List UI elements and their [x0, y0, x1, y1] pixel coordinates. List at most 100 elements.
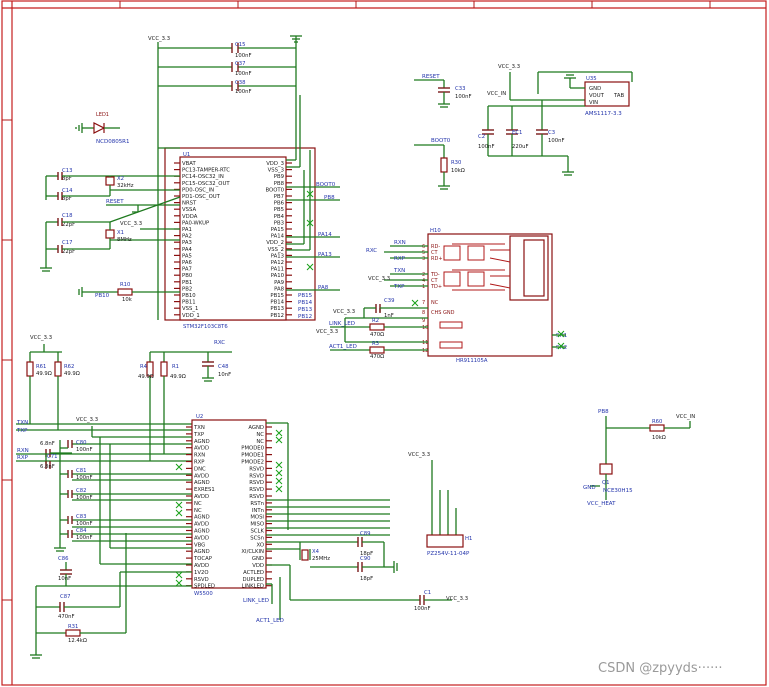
mcu-right-pin-label: PA13	[271, 253, 284, 259]
r60-val: 10kΩ	[652, 435, 666, 441]
phy-left-pin-label: AVDD	[194, 522, 209, 528]
c15-ref: C15	[235, 42, 245, 48]
c3-ref: C3	[548, 130, 555, 136]
ldo-pin-gnd: GND	[589, 86, 601, 92]
x2-val: 32kHz	[117, 183, 134, 189]
shield-sh2: SH2	[556, 345, 567, 351]
act-led-net: ACT1_LED	[329, 344, 357, 350]
phy-left-pin-label: TXN	[193, 425, 205, 431]
mcu-right-pin-label: PA12	[271, 260, 284, 266]
phy-left-pin-label: NC	[194, 501, 202, 507]
mcu-left-pin-label: PB1	[182, 280, 192, 286]
rj45-pin-num: 7	[422, 300, 425, 306]
phy-left-pin-label: EXRES1	[194, 487, 215, 493]
c80-val: 6.8nF	[40, 441, 55, 447]
rj45-pin-num: 6	[422, 244, 425, 250]
mcu-left-pin-label: PA6	[182, 260, 192, 266]
r3-val: 470Ω	[370, 354, 384, 360]
mcu-left-pin-label: PA4	[182, 247, 192, 253]
r1-ref: R1	[172, 364, 179, 370]
act-led-net-2: ACT1_LED	[256, 618, 284, 624]
r31-ref: R31	[68, 624, 78, 630]
phy-left-pin-label: RXN	[194, 453, 205, 459]
mcu-right-pin-label: PA11	[271, 267, 284, 273]
mcu-right-pins: VDD_3VSS_3PB9PB8BOOT0PB7PB6PB5PB4PB3PA15…	[266, 161, 292, 319]
mcu-left-pin-label: PA3	[182, 240, 192, 246]
mcu-left-pin-label: PB10	[182, 293, 196, 299]
rxc-net-2: RXC	[214, 340, 225, 346]
rj45-pin-name: RD+	[431, 256, 443, 262]
mcu-left-pin-label: PA0-WKUP	[182, 220, 210, 226]
vcc-label-term: VCC_3.3	[30, 335, 52, 341]
phy-right-pin-label: SCLK	[251, 529, 265, 535]
mcu-left-pin-label: PA5	[182, 253, 192, 259]
phy-left-pin-label: AVDD	[194, 494, 209, 500]
c3-val: 100nF	[548, 138, 565, 144]
mcu-right-pin-label: VDD_3	[266, 161, 284, 167]
mcu-right-pin-label: PB13	[270, 306, 284, 312]
h1-ref: H1	[465, 536, 472, 542]
ec1-val: 220uF	[512, 144, 529, 150]
c18-val: 22pF	[62, 222, 75, 228]
phy-right-pin-label: RSTn	[250, 501, 264, 507]
r3-ref: R3	[372, 341, 379, 347]
ldo-part: AMS1117-3.3	[585, 111, 622, 117]
phy-left-pin-label: AGND	[194, 480, 210, 486]
ldo-regulator: VCC_3.3 U35 GND VOUT VIN TAB AMS1117-3.3…	[478, 64, 633, 176]
phy-left-pin-label: RSVD	[194, 577, 209, 583]
vcc-label-led: VCC_3.3	[333, 309, 355, 315]
shield-sh1: SH1	[556, 333, 567, 339]
rj45-pin-num: 5	[422, 250, 425, 256]
mcu-right-pin-label: PB3	[274, 220, 284, 226]
mcu-left-pin-label: NRST	[182, 201, 197, 207]
rxn-net: RXN	[17, 448, 29, 454]
mcu-left-pin-label: PD1-OSC_OUT	[182, 194, 221, 200]
pb13-net: PB13	[298, 307, 313, 313]
vcc-label-top: VCC_3.3	[148, 36, 170, 42]
c79-val: 100nF	[76, 447, 93, 453]
c90-ref: C90	[360, 556, 371, 562]
phy-right-pin-label: MOSI	[250, 515, 264, 521]
pb10-net: PB10	[95, 293, 110, 299]
link-led-net: LINK_LED	[329, 321, 355, 327]
phy-left-pin-label: AGND	[194, 515, 210, 521]
r62-val: 49.9Ω	[64, 371, 80, 377]
x4-val: 25MHz	[312, 556, 330, 562]
rxc-net: RXC	[366, 248, 377, 254]
c18-ref: C18	[62, 213, 73, 219]
r31-val: 12.4kΩ	[68, 638, 87, 644]
c38-val: 100nF	[235, 89, 252, 95]
c81-val: 100nF	[76, 475, 93, 481]
mcu-right-pin-label: PB15	[270, 293, 284, 299]
c86-ref: C86	[58, 556, 69, 562]
mcu-left-pin-label: PC13-TAMPER-RTC	[182, 168, 230, 174]
phy-left-pins: TXNTXPAGNDAVDDRXNRXPDNCAVDDAGNDEXRES1AVD…	[186, 425, 215, 590]
c14-ref: C14	[62, 188, 73, 194]
phy-left-pin-label: AVDD	[194, 446, 209, 452]
q1-gate-net: PB8	[598, 409, 609, 415]
c83-val: 100nF	[76, 521, 93, 527]
phy-left-pin-label: 1V2O	[194, 570, 209, 576]
r4-val: 49.9Ω	[138, 374, 154, 380]
pb15-net: PB15	[298, 293, 313, 299]
mcu-right-pin-label: PB9	[274, 174, 284, 180]
vcc-label-led2: VCC_3.3	[316, 329, 338, 335]
r30-val: 10kΩ	[451, 168, 465, 174]
led1: LED1 NCD0805R1	[75, 112, 130, 145]
c13-ref: C13	[62, 168, 72, 174]
c87-val: 470nF	[58, 614, 75, 620]
rj45-pin-num: 9	[422, 318, 425, 324]
phy-right-pin-label: RSVD	[249, 473, 264, 479]
mcu-right-pin-label: PA14	[271, 234, 285, 240]
phy-part: W5500	[194, 591, 213, 597]
termination-resistors: VCC_3.3 R61 49.9Ω R62 49.9Ω R4 49.9Ω R1 …	[16, 335, 232, 462]
phy-right-pin-label: LINKLED	[242, 584, 264, 590]
mcu-left-pin-label: PC14-OSC32_IN	[182, 174, 224, 180]
q1-part: NCE30H15	[603, 488, 633, 494]
reset-net-2: RESET	[422, 74, 440, 80]
pb10-resistor: R10 10k PB10	[78, 282, 180, 303]
c17-val: 22pF	[62, 249, 75, 255]
r1-val: 49.9Ω	[170, 374, 186, 380]
